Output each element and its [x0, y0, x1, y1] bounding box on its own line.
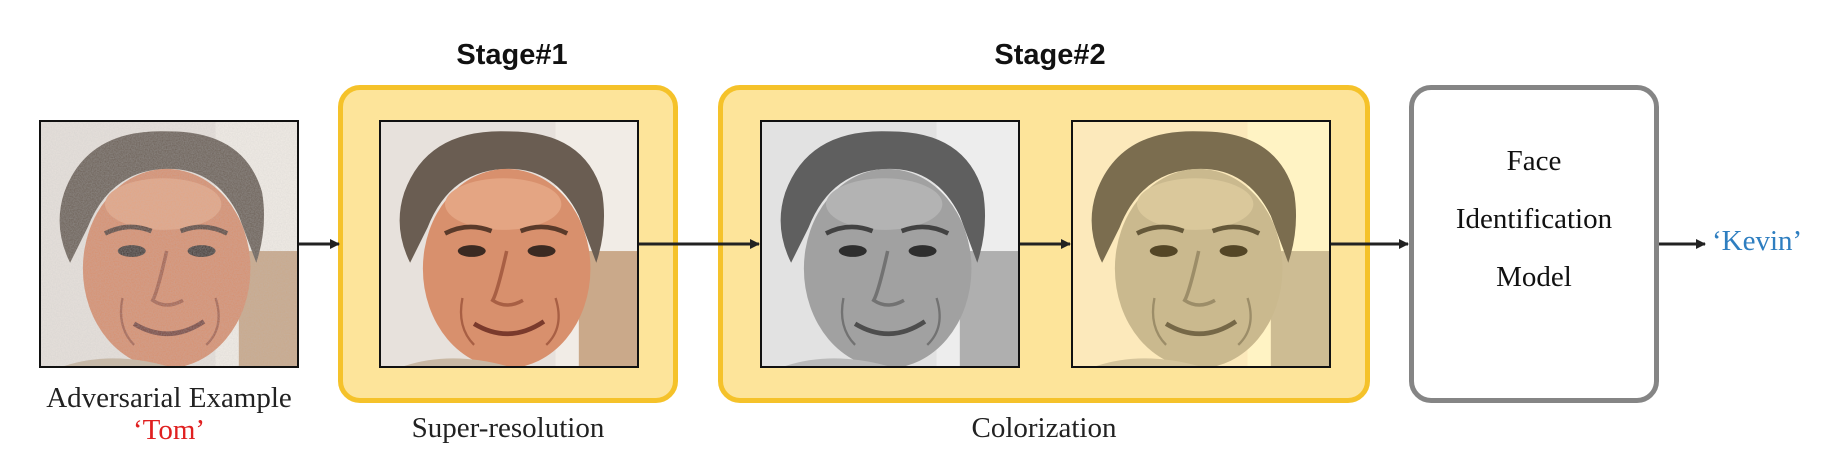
output-label: ‘Kevin’ [1712, 225, 1803, 257]
model-line-2: Identification [1455, 203, 1613, 235]
colorized-face-image [1071, 120, 1331, 368]
super-resolved-face-image [379, 120, 639, 368]
input-label: ‘Tom’ [132, 414, 206, 446]
stage-2-caption: Colorization [971, 412, 1117, 444]
adversarial-face-image [39, 120, 299, 368]
stage-2-title: Stage#2 [994, 39, 1106, 71]
input-caption: Adversarial Example [46, 382, 292, 414]
grayscale-face-image [760, 120, 1020, 368]
model-line-1: Face [1506, 145, 1562, 177]
face-identification-model-box: Face Identification Model [1409, 85, 1659, 403]
stage-1-title: Stage#1 [456, 39, 568, 71]
model-line-3: Model [1496, 261, 1572, 293]
stage-1-caption: Super-resolution [411, 412, 605, 444]
